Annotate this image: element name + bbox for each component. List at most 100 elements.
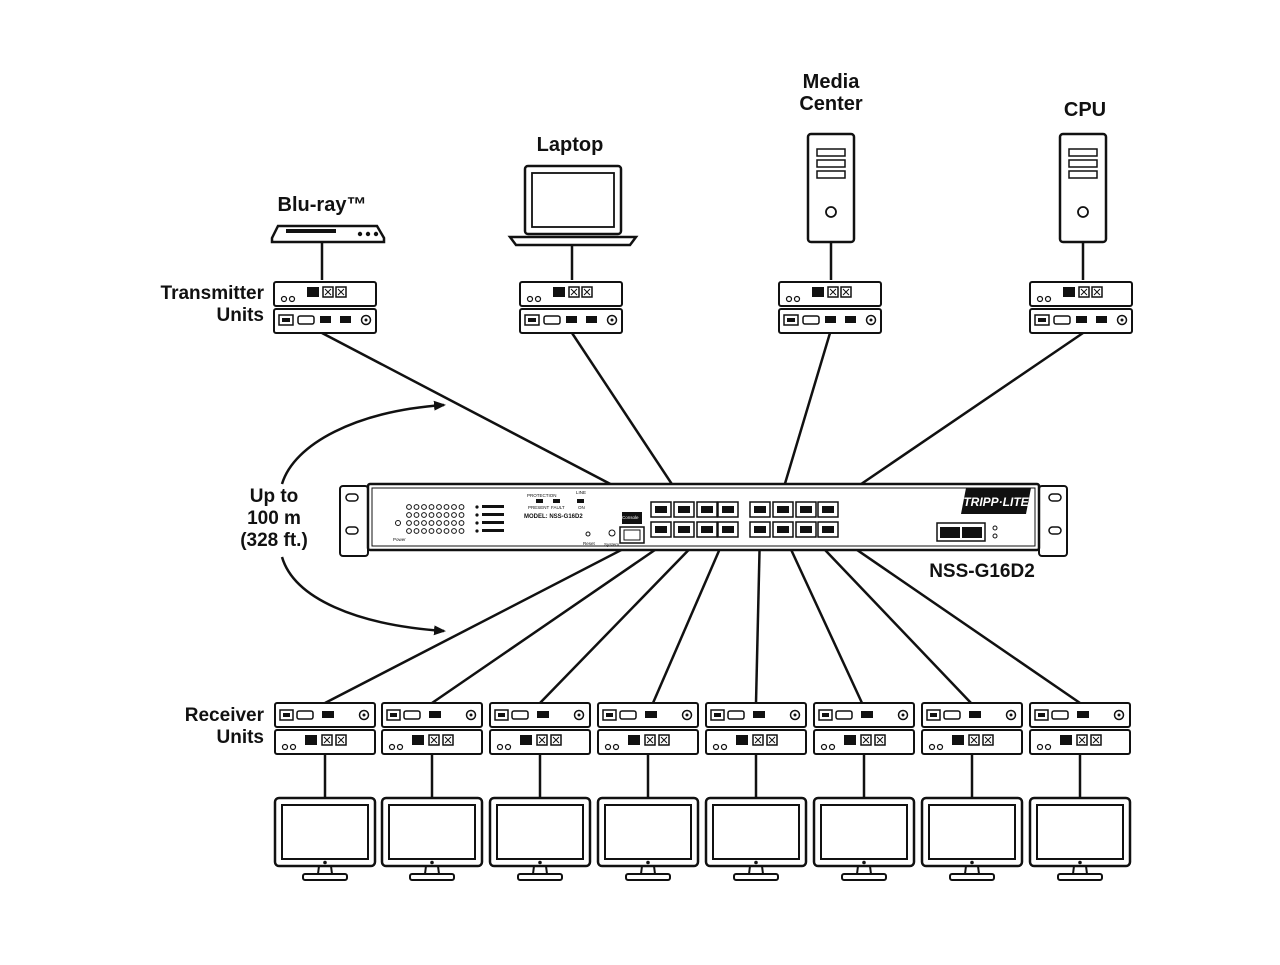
status-led bbox=[443, 512, 450, 518]
led-legend bbox=[482, 521, 504, 524]
monitor-icon bbox=[596, 796, 700, 882]
laptop-icon bbox=[507, 164, 639, 247]
status-led bbox=[475, 513, 479, 517]
rj45-port bbox=[817, 501, 839, 518]
monitor-icon bbox=[704, 796, 808, 882]
brand-logo: TRIPP·LITE bbox=[961, 488, 1031, 514]
receiver-unit bbox=[1029, 702, 1131, 755]
receiver-unit bbox=[597, 702, 699, 755]
source-label-laptop: Laptop bbox=[536, 134, 604, 156]
transmitter-cable bbox=[822, 331, 1084, 512]
rj45-port bbox=[650, 521, 672, 538]
receiver-unit bbox=[381, 702, 483, 755]
status-led bbox=[428, 504, 435, 510]
led-legend bbox=[482, 505, 504, 508]
monitor-icon bbox=[273, 796, 377, 882]
status-led bbox=[413, 512, 420, 518]
status-led bbox=[421, 528, 427, 534]
rj45-port bbox=[717, 521, 739, 538]
monitor-icon bbox=[920, 796, 1024, 882]
status-led bbox=[436, 528, 442, 534]
status-led bbox=[475, 521, 479, 525]
rj45-port bbox=[749, 501, 771, 518]
status-led bbox=[421, 504, 427, 510]
cpu-tower-icon bbox=[1058, 132, 1108, 244]
status-led bbox=[406, 528, 412, 534]
rj45-port bbox=[749, 521, 771, 538]
status-led bbox=[443, 528, 450, 534]
transmitter-cable bbox=[321, 331, 661, 512]
bluray-player-icon bbox=[270, 224, 386, 244]
rj45-port bbox=[673, 521, 695, 538]
status-led bbox=[436, 512, 442, 518]
status-led bbox=[458, 528, 465, 534]
status-led bbox=[436, 520, 442, 526]
status-led bbox=[451, 528, 457, 534]
rj45-port bbox=[772, 521, 794, 538]
status-led bbox=[475, 529, 479, 533]
arrow-up bbox=[280, 400, 446, 485]
transmitter-unit bbox=[778, 281, 882, 334]
power-led bbox=[395, 520, 401, 526]
receiver-cable bbox=[805, 529, 972, 704]
monitors bbox=[273, 796, 1132, 882]
cables bbox=[321, 331, 1084, 798]
brand-logo-text: TRIPP·LITE bbox=[963, 495, 1029, 509]
receiver-cable bbox=[827, 528, 1081, 705]
rj45-port bbox=[717, 501, 739, 518]
status-led bbox=[406, 504, 412, 510]
rj45-port bbox=[696, 501, 718, 518]
status-led bbox=[413, 520, 420, 526]
receiver-unit bbox=[813, 702, 915, 755]
status-led bbox=[413, 504, 420, 510]
transmitter-unit bbox=[519, 281, 623, 334]
rj45-port bbox=[795, 521, 817, 538]
monitor-icon bbox=[1028, 796, 1132, 882]
rj45-port bbox=[795, 501, 817, 518]
switch-system-text: System bbox=[604, 542, 619, 547]
arrow-down bbox=[280, 556, 446, 636]
rj45-port bbox=[673, 501, 695, 518]
status-led bbox=[428, 520, 435, 526]
switch-present-text: PRESENT bbox=[528, 505, 550, 510]
status-led bbox=[458, 504, 465, 510]
status-led bbox=[421, 512, 427, 518]
status-led bbox=[421, 520, 427, 526]
status-led bbox=[428, 528, 435, 534]
switch-model-label: NSS-G16D2 bbox=[929, 561, 1035, 582]
rj45-port bbox=[650, 501, 672, 518]
switch-power-text: Power bbox=[393, 537, 406, 542]
source-label-cpu: CPU bbox=[1063, 99, 1107, 121]
switch-fault-text: FAULT bbox=[551, 505, 565, 510]
status-led bbox=[458, 512, 465, 518]
receiver-cable bbox=[651, 529, 730, 704]
receiver-cable bbox=[754, 529, 762, 704]
transmitter-cable bbox=[776, 332, 832, 508]
status-led bbox=[406, 520, 412, 526]
transmitter-unit bbox=[273, 281, 377, 334]
transmitter-cable bbox=[570, 332, 691, 511]
status-led bbox=[458, 520, 465, 526]
receivers bbox=[274, 702, 1131, 755]
receiver-units-label: Receiver Units bbox=[184, 705, 264, 748]
distance-label: Up to 100 m (328 ft.) bbox=[240, 486, 308, 551]
rj45-port bbox=[772, 501, 794, 518]
switch-console-text: Console bbox=[622, 515, 639, 520]
status-led bbox=[428, 512, 435, 518]
source-label-bluray: Blu-ray™ bbox=[277, 194, 367, 216]
status-led bbox=[451, 520, 457, 526]
receiver-cable bbox=[431, 528, 685, 705]
led-legend bbox=[482, 513, 504, 516]
led-legend bbox=[482, 529, 504, 532]
status-led bbox=[475, 505, 479, 509]
receiver-cable bbox=[539, 529, 709, 704]
switch-on-text: ON bbox=[578, 505, 585, 510]
receiver-unit bbox=[921, 702, 1023, 755]
status-led bbox=[451, 512, 457, 518]
transmitter-unit bbox=[1029, 281, 1133, 334]
receiver-cable bbox=[324, 528, 661, 705]
monitor-icon bbox=[380, 796, 484, 882]
receiver-unit bbox=[274, 702, 376, 755]
